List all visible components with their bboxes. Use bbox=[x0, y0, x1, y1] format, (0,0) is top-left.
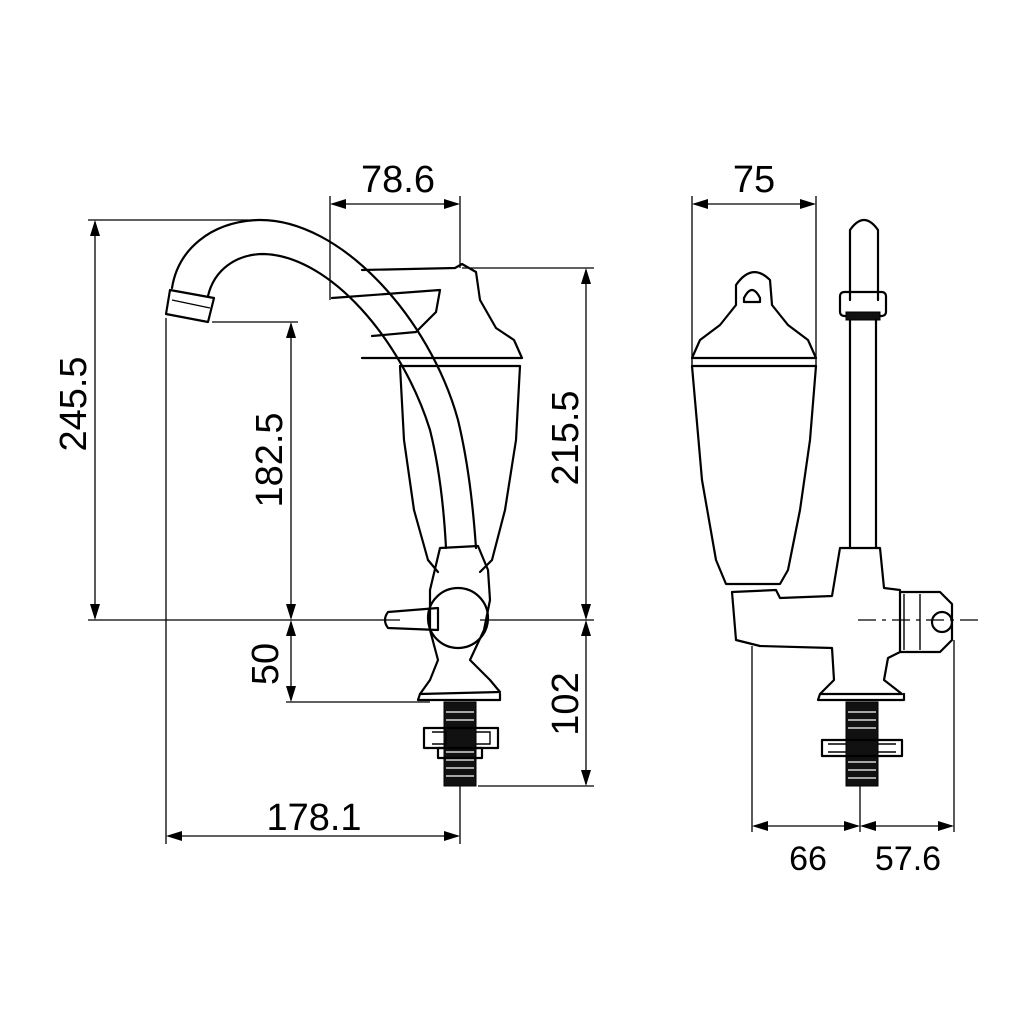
dim-filter-width: 78.6 bbox=[329, 159, 461, 300]
side-shank bbox=[820, 701, 904, 787]
dim-total-height: 245.5 bbox=[53, 219, 400, 621]
front-spout bbox=[164, 218, 478, 550]
label-215-5: 215.5 bbox=[545, 390, 587, 485]
dim-spout-reach: 178.1 bbox=[165, 318, 461, 844]
dim-filter-height: 215.5 bbox=[462, 267, 594, 621]
dim-base-to-thread: 102 bbox=[478, 620, 594, 787]
front-shank bbox=[422, 701, 500, 787]
side-valve-body bbox=[730, 546, 980, 702]
front-filter bbox=[330, 262, 524, 574]
side-filter bbox=[690, 271, 818, 586]
label-245-5: 245.5 bbox=[53, 356, 95, 451]
dim-handle-to-base: 50 bbox=[245, 620, 430, 703]
label-57-6: 57.6 bbox=[875, 840, 941, 878]
dim-side-bottom: 66 57.6 bbox=[751, 640, 955, 878]
side-spout bbox=[838, 218, 888, 550]
side-view: 75 66 57.6 bbox=[690, 159, 980, 878]
label-182-5: 182.5 bbox=[249, 412, 291, 507]
label-102: 102 bbox=[545, 672, 587, 735]
label-50: 50 bbox=[245, 643, 287, 685]
label-178-1: 178.1 bbox=[266, 797, 361, 839]
front-view: 245.5 182.5 50 215.5 bbox=[53, 159, 594, 844]
dim-spout-height: 182.5 bbox=[212, 321, 298, 620]
front-valve-body bbox=[383, 544, 502, 702]
label-78-6: 78.6 bbox=[361, 159, 435, 201]
dim-side-filter-width: 75 bbox=[691, 159, 817, 358]
label-66: 66 bbox=[789, 840, 827, 878]
label-75: 75 bbox=[733, 159, 775, 201]
